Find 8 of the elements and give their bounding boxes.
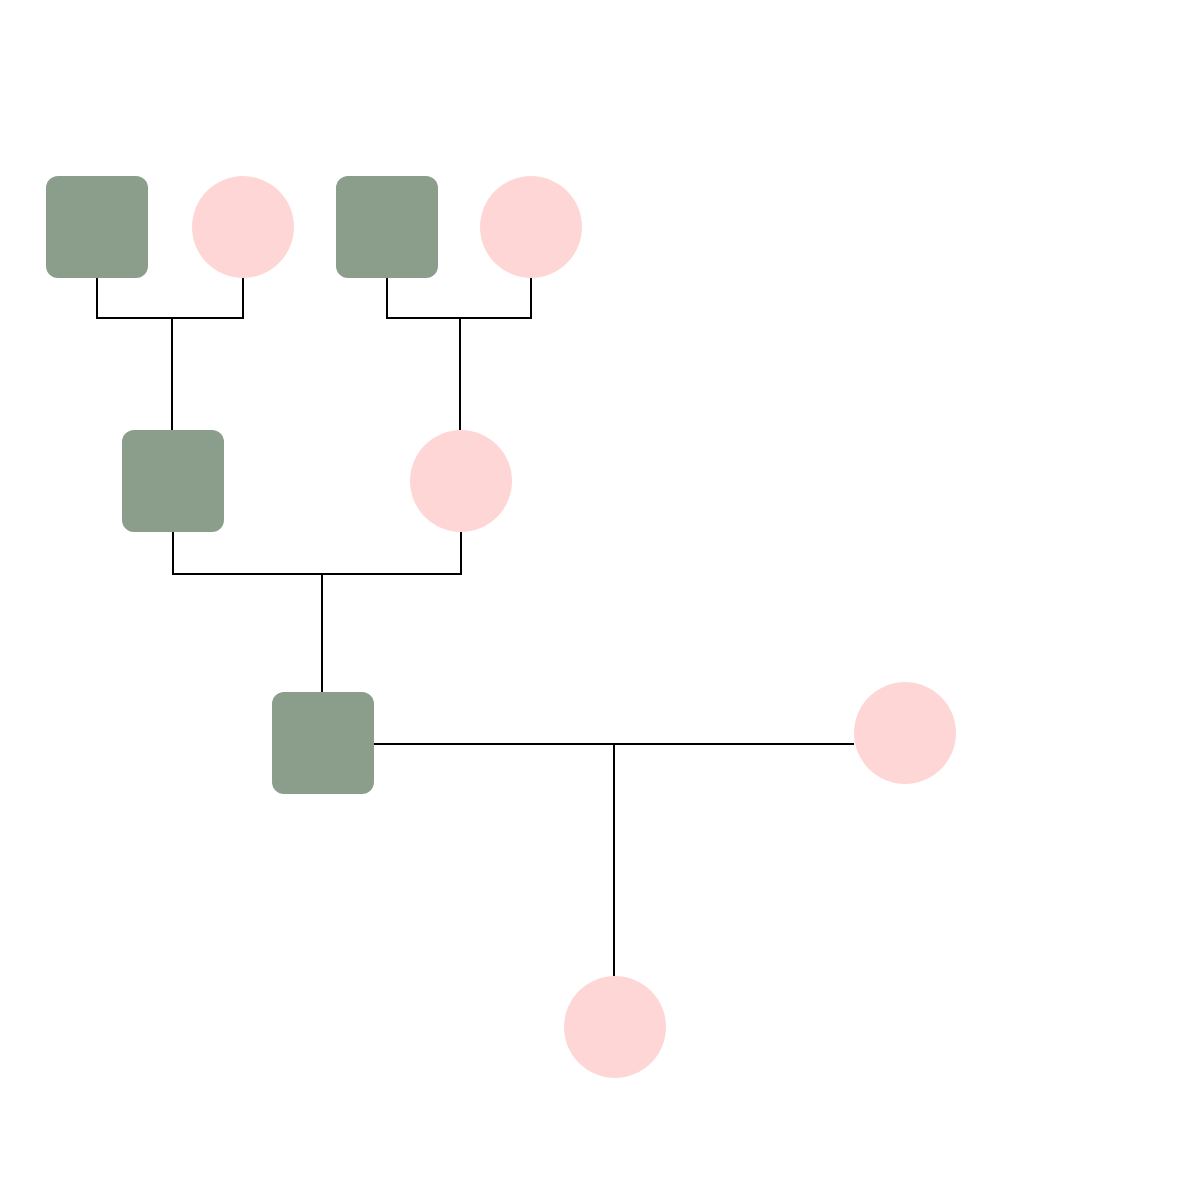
square-symbol — [122, 430, 224, 532]
connector-line — [613, 743, 855, 977]
square-symbol — [46, 176, 148, 278]
square-symbol — [272, 692, 374, 794]
connector-line — [459, 277, 532, 431]
connector-line — [321, 531, 462, 693]
square-symbol — [336, 176, 438, 278]
connector-line — [171, 277, 244, 431]
